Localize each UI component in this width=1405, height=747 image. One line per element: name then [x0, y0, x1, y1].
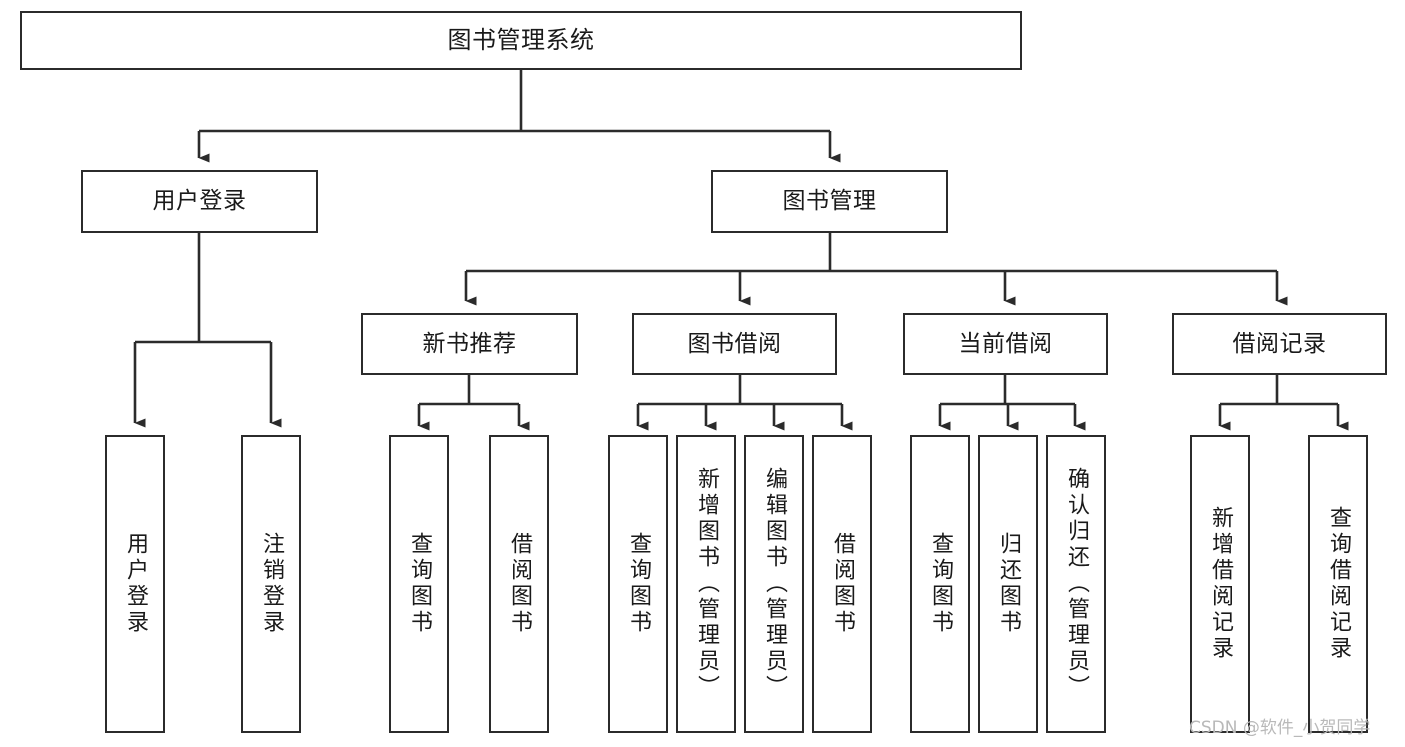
node-book-management[interactable]: 图书管理 [711, 170, 948, 233]
node-new-book-recommend[interactable]: 新书推荐 [361, 313, 578, 375]
node-leaf-borrow-book-2[interactable]: 借阅图书 [812, 435, 872, 733]
node-book-management-label: 图书管理 [782, 188, 877, 215]
node-leaf-query-book-2-label: 查询图书 [626, 532, 651, 636]
node-leaf-add-record-label: 新增借阅记录 [1208, 506, 1233, 662]
node-leaf-add-book[interactable]: 新增图书（管理员） [676, 435, 736, 733]
node-leaf-add-record[interactable]: 新增借阅记录 [1190, 435, 1250, 733]
node-leaf-confirm-return-label: 确认归还（管理员） [1064, 467, 1089, 701]
node-leaf-user-login[interactable]: 用户登录 [105, 435, 165, 733]
node-leaf-add-book-label: 新增图书（管理员） [694, 467, 719, 701]
node-leaf-user-logout[interactable]: 注销登录 [241, 435, 301, 733]
node-user-login-label: 用户登录 [152, 188, 247, 215]
node-borrow-record[interactable]: 借阅记录 [1172, 313, 1387, 375]
node-leaf-borrow-book-2-label: 借阅图书 [830, 532, 855, 636]
node-root-label: 图书管理系统 [447, 25, 595, 54]
node-leaf-edit-book[interactable]: 编辑图书（管理员） [744, 435, 804, 733]
node-leaf-borrow-book-1[interactable]: 借阅图书 [489, 435, 549, 733]
node-leaf-query-book-3-label: 查询图书 [928, 532, 953, 636]
node-leaf-confirm-return[interactable]: 确认归还（管理员） [1046, 435, 1106, 733]
node-leaf-borrow-book-1-label: 借阅图书 [507, 532, 532, 636]
node-user-login[interactable]: 用户登录 [81, 170, 318, 233]
node-leaf-query-book-1-label: 查询图书 [407, 532, 432, 636]
node-root[interactable]: 图书管理系统 [20, 11, 1022, 70]
node-leaf-user-logout-label: 注销登录 [259, 532, 284, 636]
node-book-borrow[interactable]: 图书借阅 [632, 313, 837, 375]
csdn-watermark: CSDN @软件_小贺同学 [1189, 718, 1371, 738]
node-leaf-return-book[interactable]: 归还图书 [978, 435, 1038, 733]
node-leaf-query-book-1[interactable]: 查询图书 [389, 435, 449, 733]
node-leaf-query-book-2[interactable]: 查询图书 [608, 435, 668, 733]
node-borrow-record-label: 借阅记录 [1232, 330, 1327, 357]
node-leaf-return-book-label: 归还图书 [996, 532, 1021, 636]
node-leaf-query-record-label: 查询借阅记录 [1326, 506, 1351, 662]
node-current-borrow-label: 当前借阅 [958, 330, 1053, 357]
node-leaf-edit-book-label: 编辑图书（管理员） [762, 467, 787, 701]
node-leaf-query-record[interactable]: 查询借阅记录 [1308, 435, 1368, 733]
node-new-book-recommend-label: 新书推荐 [422, 330, 517, 357]
node-leaf-query-book-3[interactable]: 查询图书 [910, 435, 970, 733]
node-leaf-user-login-label: 用户登录 [123, 532, 148, 636]
node-book-borrow-label: 图书借阅 [687, 330, 782, 357]
node-current-borrow[interactable]: 当前借阅 [903, 313, 1108, 375]
